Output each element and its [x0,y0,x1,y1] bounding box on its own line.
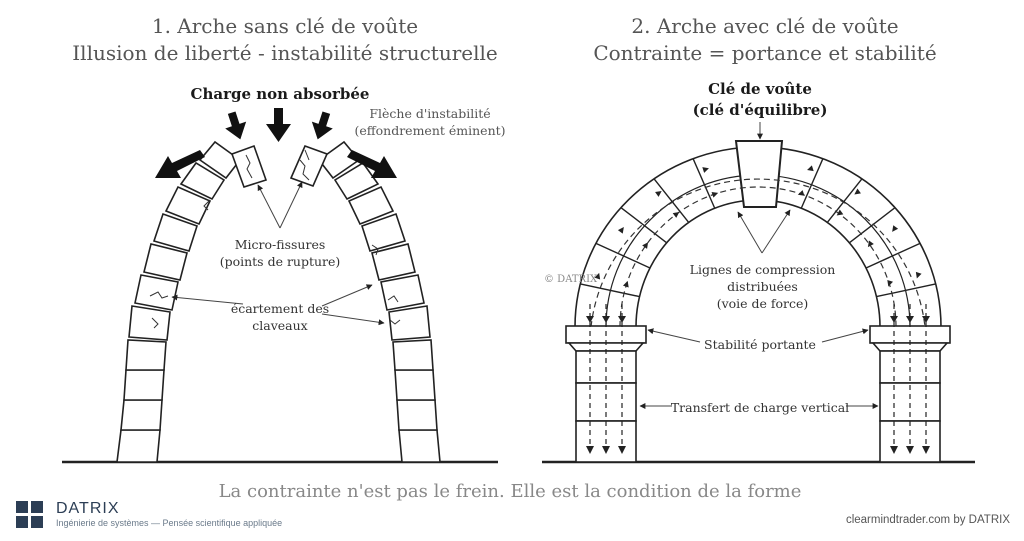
compression-arrowhead [711,191,719,198]
right-title-line1: 2. Arche avec clé de voûte [631,14,899,38]
fissures-line1: Micro-fissures [234,237,326,252]
compression-line3: (voie de force) [716,296,809,311]
compression-line2: distribuées [727,279,798,294]
vertical-load-arrowhead [922,446,930,454]
key-line2: (clé d'équilibre) [692,101,828,119]
brand-tagline: Ingénierie de systèmes — Pensée scientif… [56,518,283,528]
vertical-load-arrowhead [890,316,898,323]
left-pointer-lines [171,181,385,326]
caption: La contrainte n'est pas le frein. Elle e… [218,481,802,502]
vertical-load-arrowhead [602,316,610,323]
key-line1: Clé de voûte [708,80,812,98]
vertical-load-arrowhead [586,446,594,454]
voussoir-joint [653,178,690,223]
compression-arrowhead [622,280,629,288]
spacing-line1: écartement des [230,301,330,316]
compression-arrowhead [594,272,601,280]
brand-credit: clearmindtrader.com by DATRIX [845,514,1010,526]
voussoir-joint [800,158,824,209]
compression-lines [590,178,926,328]
datrix-logo-icon [16,501,43,528]
fissures-line2: (points de rupture) [219,254,341,269]
keystone [734,140,784,208]
left-title-line2: Illusion de liberté - instabilité struct… [72,41,498,65]
compression-arrowheads [594,165,922,288]
compression-arrowhead [655,190,662,197]
voussoir-joint [865,242,921,269]
instability-line1: Flèche d'instabilité [369,106,491,121]
compression-arrowhead [797,190,805,196]
voussoir-joint [692,158,716,209]
vertical-load-arrows [589,304,927,448]
stability-label: Stabilité portante [704,337,816,352]
compression-arrowhead [617,227,624,234]
compression-arrowhead [807,165,814,172]
left-title-line1: 1. Arche sans clé de voûte [151,14,419,38]
compression-arrowhead [892,225,899,232]
compression-arrowhead [887,279,894,287]
vertical-load-arrowhead [602,446,610,454]
voussoir-joint [848,207,896,244]
vertical-load-arrowhead [890,446,898,454]
compression-arrowhead [672,211,680,218]
compression-arrowhead [915,271,922,279]
vertical-load-arrowhead [618,446,626,454]
compression-arrowhead [854,188,861,195]
spacing-line2: claveaux [252,318,308,333]
compression-arrowhead [836,209,844,216]
vertical-load-arrowhead [586,316,594,323]
compression-arrowhead [867,240,874,248]
watermark: © DATRIX [544,274,598,285]
voussoir-joint [826,178,863,223]
compression-arrowhead [642,242,649,249]
compression-arrowhead [702,167,709,173]
right-pointer-lines [639,122,879,409]
right-title-line2: Contrainte = portance et stabilité [593,41,937,65]
voussoir-joint [620,207,668,244]
instability-line2: (effondrement éminent) [354,123,506,138]
arch-without-keystone [116,140,441,463]
vertical-load-arrowhead [906,446,914,454]
micro-cracks [149,149,401,329]
brand-name: DATRIX [56,500,120,517]
vertical-load-arrowhead [618,316,626,323]
compression-line1: Lignes de compression [689,262,836,277]
voussoir-joint [595,242,651,269]
load-arrows [155,108,397,178]
transfer-label: Transfert de charge vertical [670,400,850,415]
vertical-load-arrowhead [906,316,914,323]
vertical-load-arrowhead [922,316,930,323]
charge-label: Charge non absorbée [190,85,370,103]
